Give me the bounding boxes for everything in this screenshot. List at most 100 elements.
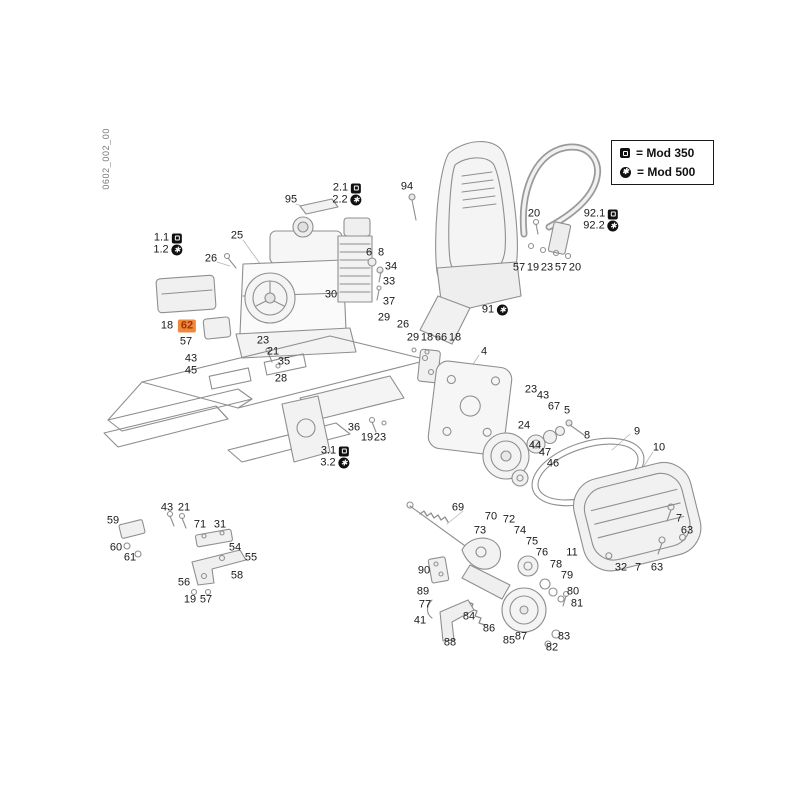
part-callout: 29 xyxy=(378,312,390,324)
part-callout: 84 xyxy=(463,611,475,623)
part-callout: 19 xyxy=(361,432,373,444)
legend-box: = Mod 350 = Mod 500 xyxy=(611,140,714,185)
part-number: 31 xyxy=(213,518,227,531)
part-number: 79 xyxy=(560,569,574,582)
part-number: 33 xyxy=(382,275,396,288)
part-callout: 23 xyxy=(541,262,553,274)
part-number: 36 xyxy=(347,421,361,434)
part-callout: 3.1 xyxy=(320,444,350,457)
part-number: 67 xyxy=(547,400,561,413)
part-number: 7 xyxy=(675,512,683,525)
part-number: 30 xyxy=(324,288,338,301)
part-number: 62 xyxy=(180,319,194,332)
part-number: 41 xyxy=(413,614,427,627)
part-callout: 34 xyxy=(385,261,397,273)
mod350-icon xyxy=(351,183,362,193)
part-callout: 60 xyxy=(110,542,122,554)
part-number: 29 xyxy=(406,331,420,344)
part-number: 54 xyxy=(228,541,242,554)
mod350-icon xyxy=(339,446,350,456)
part-number: 47 xyxy=(538,446,552,459)
part-number: 43 xyxy=(536,389,550,402)
part-callout: 90 xyxy=(418,565,430,577)
part-number: 21 xyxy=(177,501,191,514)
part-number: 20 xyxy=(568,261,582,274)
part-callout: 1.1 xyxy=(153,231,183,244)
part-callout: 82 xyxy=(545,641,559,654)
part-callout: 80 xyxy=(566,585,580,598)
part-number: 24 xyxy=(517,419,531,432)
part-number: 35 xyxy=(277,355,291,368)
part-number: 76 xyxy=(535,546,549,559)
part-callout: 43 xyxy=(185,353,197,365)
part-callout: 29 xyxy=(406,331,420,344)
part-number: 4 xyxy=(480,345,488,358)
part-callout: 91 xyxy=(481,303,509,316)
part-callout: 11 xyxy=(566,547,577,559)
part-callout: 57 xyxy=(513,262,525,274)
part-callout: 44 xyxy=(528,439,542,452)
part-callout: 71 xyxy=(194,519,206,531)
part-number: 74 xyxy=(513,524,527,537)
part-callout: 33 xyxy=(382,275,396,288)
part-number: 86 xyxy=(482,622,496,635)
part-callout: 3.2 xyxy=(320,456,350,469)
part-callout: 79 xyxy=(560,569,574,582)
handle-drawing xyxy=(519,143,602,260)
part-callout: 57 xyxy=(199,593,213,606)
part-callout: 2.2 xyxy=(332,193,362,206)
control-rod-drawing xyxy=(406,501,469,549)
engine-drawing xyxy=(155,216,384,369)
legend-label-mod350: = Mod 350 xyxy=(636,146,695,160)
part-number: 92.2 xyxy=(583,219,605,232)
part-number: 55 xyxy=(244,551,258,564)
part-callout: 32 xyxy=(614,561,628,574)
legend-label-mod500: = Mod 500 xyxy=(637,165,696,179)
part-number: 3.1 xyxy=(320,444,337,457)
part-number: 80 xyxy=(566,585,580,598)
part-callout: 57 xyxy=(555,262,567,274)
part-callout: 87 xyxy=(515,631,527,643)
part-callout: 72 xyxy=(503,514,515,526)
part-number: 32 xyxy=(614,561,628,574)
part-number: 44 xyxy=(528,439,542,452)
part-number: 57 xyxy=(199,593,213,606)
seat-drawing xyxy=(419,141,522,345)
part-number: 83 xyxy=(557,630,571,643)
part-callout: 28 xyxy=(275,373,287,385)
part-number: 43 xyxy=(160,501,174,514)
part-number: 73 xyxy=(473,524,487,537)
part-callout: 95 xyxy=(285,194,297,206)
part-number: 77 xyxy=(418,598,432,611)
part-number: 9 xyxy=(633,425,641,438)
part-number: 1.1 xyxy=(153,231,170,244)
part-callout: 2.1 xyxy=(333,182,362,194)
part-number: 3.2 xyxy=(320,456,336,469)
part-callout: 92.2 xyxy=(583,219,619,232)
part-callout: 19 xyxy=(184,594,196,606)
part-callout: 26 xyxy=(205,253,217,265)
part-callout: 18 xyxy=(421,332,433,344)
part-callout: 66 xyxy=(434,331,448,344)
part-callout-highlighted[interactable]: 62 xyxy=(177,319,197,333)
part-number: 2.2 xyxy=(332,193,348,206)
mod500-icon xyxy=(607,220,619,232)
part-callout: 86 xyxy=(482,622,496,635)
part-number: 82 xyxy=(545,641,559,654)
part-callout: 37 xyxy=(383,296,395,308)
part-number: 26 xyxy=(396,318,410,331)
part-number: 91 xyxy=(481,303,495,316)
part-callout: 75 xyxy=(526,536,538,548)
part-number: 66 xyxy=(434,331,448,344)
part-callout: 8 xyxy=(584,430,590,442)
mod500-icon xyxy=(620,166,631,178)
part-callout: 54 xyxy=(228,541,242,554)
part-callout: 7 xyxy=(635,562,641,574)
mod500-icon xyxy=(171,244,183,256)
part-number: 8 xyxy=(377,246,385,259)
part-callout: 21 xyxy=(177,501,191,514)
part-callout: 92.1 xyxy=(584,208,619,220)
left-hardware-drawing xyxy=(118,510,247,596)
